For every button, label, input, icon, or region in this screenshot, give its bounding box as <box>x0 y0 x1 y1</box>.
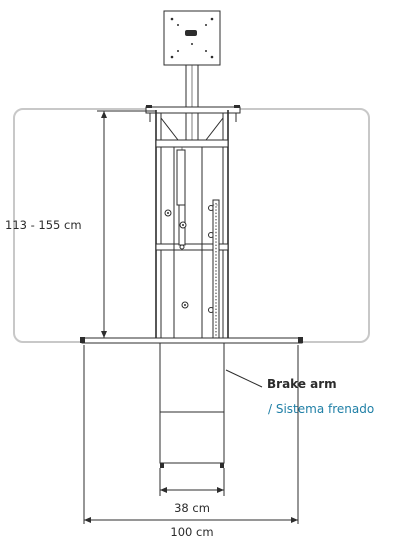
total-width-label: 100 cm <box>170 525 213 539</box>
telescopic-pole <box>185 64 199 141</box>
total-width-dimension <box>83 345 299 524</box>
height-dimension <box>97 110 156 338</box>
brake-arm-label-es: / Sistema frenado <box>268 402 374 416</box>
brake-arm-label: Brake arm <box>267 377 337 391</box>
base-width-dimension <box>159 468 225 496</box>
base-plate <box>80 337 303 344</box>
top-bracket <box>145 105 241 122</box>
height-range-label: 113 - 155 cm <box>5 218 82 232</box>
vesa-mount-plate <box>163 10 221 66</box>
brake-arm-leader <box>225 369 263 388</box>
gas-spring <box>164 149 214 313</box>
lower-foot <box>159 342 225 468</box>
toothed-rack <box>212 199 220 341</box>
base-width-label: 38 cm <box>174 501 210 515</box>
